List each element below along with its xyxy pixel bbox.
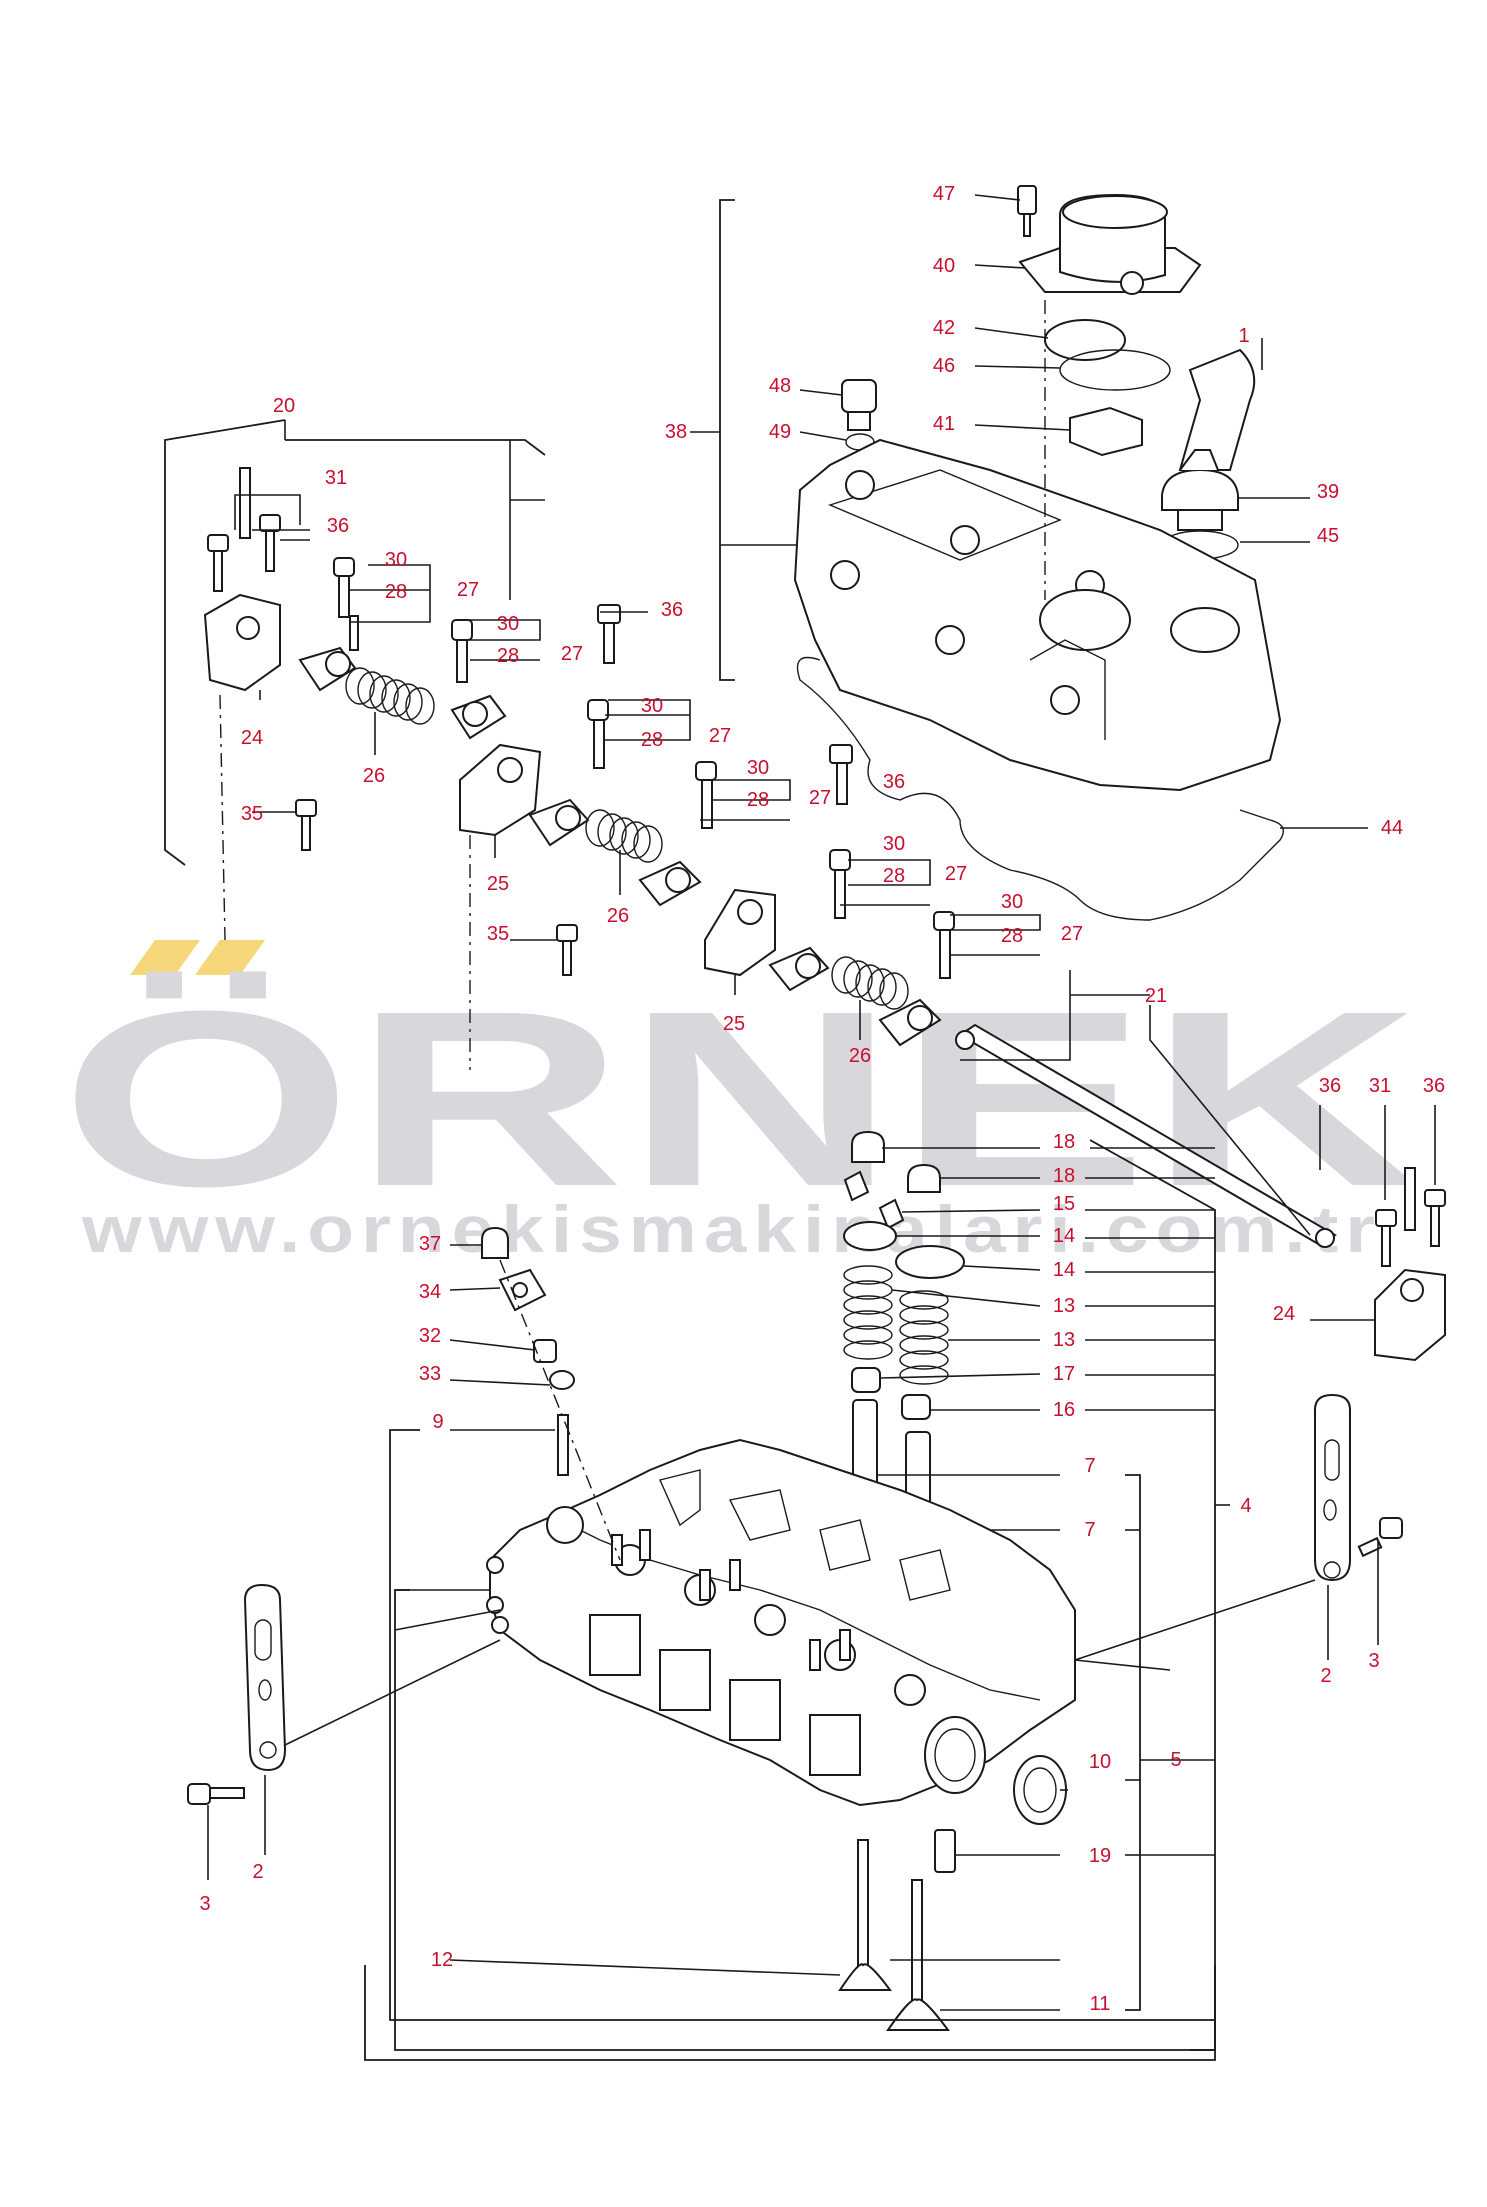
label-16: 16: [1053, 1399, 1075, 1421]
label-37: 37: [419, 1233, 441, 1255]
label-21: 21: [1145, 985, 1167, 1007]
cylinder-head: [187, 1226, 1403, 2061]
label-9: 9: [432, 1411, 443, 1433]
label-27-e: 27: [945, 863, 967, 885]
label-25-left: 25: [487, 873, 509, 895]
label-1: 1: [1238, 325, 1249, 347]
watermark-brand: ÖRNEK: [60, 959, 1420, 1238]
watermark: ÖRNEK www.ornekismakinalari.com.tr: [60, 940, 1420, 1266]
label-14-upper: 14: [1053, 1225, 1075, 1247]
label-49: 49: [769, 421, 791, 443]
label-5: 5: [1170, 1749, 1181, 1771]
label-28-d: 28: [747, 789, 769, 811]
label-30-f: 30: [1001, 891, 1023, 913]
valve-cover-assembly: [690, 185, 1368, 921]
label-27-d: 27: [809, 787, 831, 809]
label-26-c: 26: [849, 1045, 871, 1067]
label-31-right: 31: [1369, 1075, 1391, 1097]
label-11: 11: [1090, 1993, 1111, 2015]
label-26-a: 26: [363, 765, 385, 787]
label-40: 40: [933, 255, 955, 277]
label-4: 4: [1240, 1495, 1251, 1517]
label-28-f: 28: [1001, 925, 1023, 947]
label-27-a: 27: [457, 579, 479, 601]
label-47: 47: [933, 183, 955, 205]
label-36-e: 36: [1423, 1075, 1445, 1097]
label-26-b: 26: [607, 905, 629, 927]
label-36-b: 36: [661, 599, 683, 621]
label-28-a: 28: [385, 581, 407, 603]
label-45: 45: [1317, 525, 1339, 547]
label-41: 41: [933, 413, 955, 435]
label-2-right: 2: [1320, 1665, 1331, 1687]
label-7-lower: 7: [1084, 1519, 1095, 1541]
label-15: 15: [1053, 1193, 1075, 1215]
label-35-upper: 35: [241, 803, 263, 825]
label-24-right: 24: [1273, 1303, 1295, 1325]
label-13-upper: 13: [1053, 1295, 1075, 1317]
label-18-upper: 18: [1053, 1131, 1075, 1153]
label-35-lower: 35: [487, 923, 509, 945]
label-30-e: 30: [883, 833, 905, 855]
label-33: 33: [419, 1363, 441, 1385]
label-12: 12: [431, 1949, 453, 1971]
label-28-c: 28: [641, 729, 663, 751]
label-13-lower: 13: [1053, 1329, 1075, 1351]
label-31-left: 31: [325, 467, 347, 489]
label-36-d: 36: [1319, 1075, 1341, 1097]
watermark-accent-left: [130, 940, 200, 975]
label-44: 44: [1381, 817, 1403, 839]
label-30-d: 30: [747, 757, 769, 779]
label-2-left: 2: [252, 1861, 263, 1883]
label-38: 38: [665, 421, 687, 443]
label-48: 48: [769, 375, 791, 397]
label-19: 19: [1089, 1845, 1111, 1867]
label-24-left: 24: [241, 727, 263, 749]
label-30-b: 30: [497, 613, 519, 635]
label-3-right: 3: [1368, 1650, 1379, 1672]
label-27-b: 27: [561, 643, 583, 665]
label-18-lower: 18: [1053, 1165, 1075, 1187]
label-27-f: 27: [1061, 923, 1083, 945]
label-14-lower: 14: [1053, 1259, 1075, 1281]
part-number-labels: 1 2 2 3 3 4 5 7 7 9 10 11 12 13 13 14 14…: [199, 183, 1445, 2015]
label-30-c: 30: [641, 695, 663, 717]
label-10: 10: [1089, 1751, 1111, 1773]
label-46: 46: [933, 355, 955, 377]
label-3-left: 3: [199, 1893, 210, 1915]
label-20: 20: [273, 395, 295, 417]
label-39: 39: [1317, 481, 1339, 503]
label-32: 32: [419, 1325, 441, 1347]
rocker-arm-assembly: [164, 419, 1446, 1455]
label-28-b: 28: [497, 645, 519, 667]
label-27-c: 27: [709, 725, 731, 747]
label-34: 34: [419, 1281, 441, 1303]
label-25-right: 25: [723, 1013, 745, 1035]
label-30-a: 30: [385, 549, 407, 571]
label-28-e: 28: [883, 865, 905, 887]
label-42: 42: [933, 317, 955, 339]
label-17: 17: [1053, 1363, 1075, 1385]
label-36-a: 36: [327, 515, 349, 537]
watermark-accent-right: [195, 940, 265, 975]
label-7-upper: 7: [1084, 1455, 1095, 1477]
watermark-url: www.ornekismakinalari.com.tr: [81, 1192, 1382, 1266]
label-36-c: 36: [883, 771, 905, 793]
